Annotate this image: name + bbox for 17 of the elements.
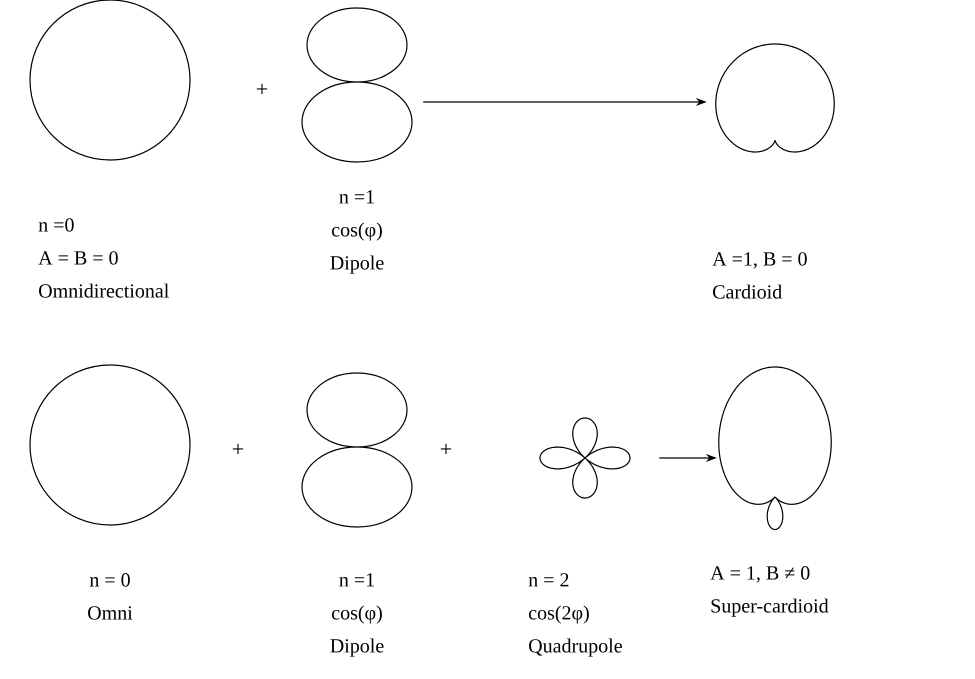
polar-pattern-drawing xyxy=(539,417,631,499)
polar-pattern-drawing xyxy=(29,0,191,161)
pattern-caption: n = 0 Omni xyxy=(88,573,132,620)
pattern-caption: n =1 cos(φ) Dipole xyxy=(330,573,384,657)
pattern-caption: A = 1, B ≠ 0 Super-cardioid xyxy=(710,566,828,617)
polar-pattern-drawing xyxy=(301,372,413,528)
plus-sign: + xyxy=(256,84,268,94)
polar-pattern-drawing xyxy=(301,7,413,163)
polar-pattern-drawing xyxy=(29,364,191,526)
plus-sign: + xyxy=(440,444,452,454)
polar-pattern-drawing xyxy=(715,43,835,153)
polar-pattern-drawing xyxy=(718,366,832,530)
pattern-caption: n = 2 cos(2φ) Quadrupole xyxy=(528,573,622,657)
pattern-caption: n =0 A = B = 0 Omnidirectional xyxy=(38,218,169,298)
pattern-caption: n =1 cos(φ) Dipole xyxy=(330,190,384,274)
pattern-caption: A =1, B = 0 Cardioid xyxy=(712,252,807,299)
plus-sign: + xyxy=(232,444,244,454)
